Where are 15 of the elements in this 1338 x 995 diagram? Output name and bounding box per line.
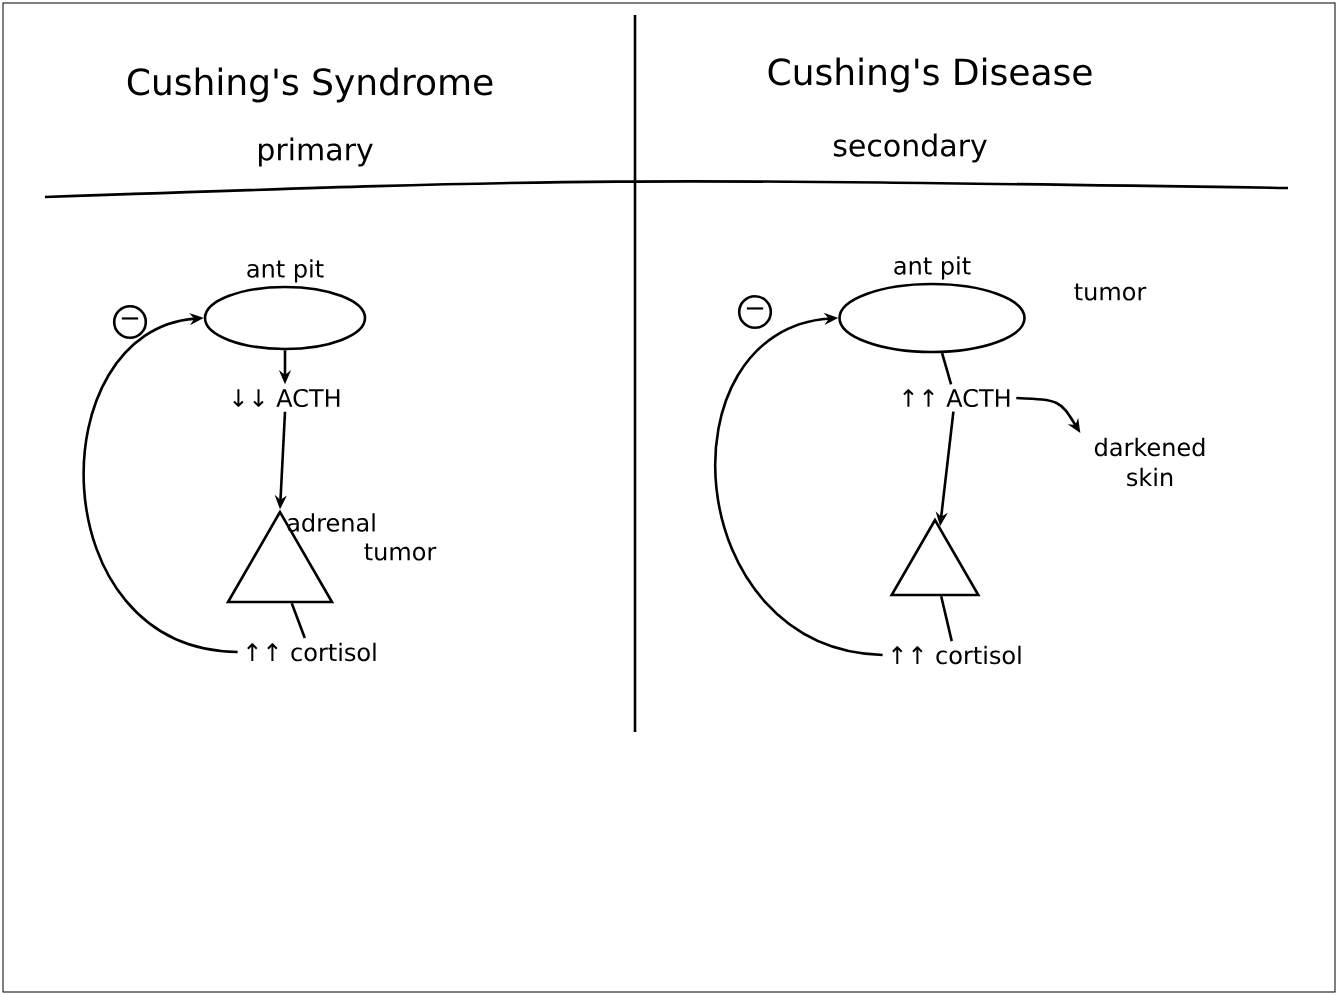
node-label: ant pit xyxy=(894,256,971,280)
hormone-text: ↑↑ cortisol xyxy=(247,642,376,662)
arrow xyxy=(714,312,883,657)
heading: primary xyxy=(259,137,373,167)
node-label: ant pit xyxy=(247,259,324,283)
beside-text: tumor xyxy=(1074,283,1147,301)
beside-text: tumor xyxy=(364,543,437,561)
note-text: darkened skin xyxy=(1094,437,1205,487)
hormone-text: ↑↑ cortisol xyxy=(892,645,1021,665)
arrow xyxy=(82,312,238,654)
heading: Cushing's Syndrome xyxy=(127,67,493,103)
hormone-text: ↑↑ ACTH xyxy=(903,388,1010,408)
heading: secondary xyxy=(833,133,987,163)
hormone-text: ↓↓ ACTH xyxy=(233,388,340,408)
heading: Cushing's Disease xyxy=(768,57,1092,93)
